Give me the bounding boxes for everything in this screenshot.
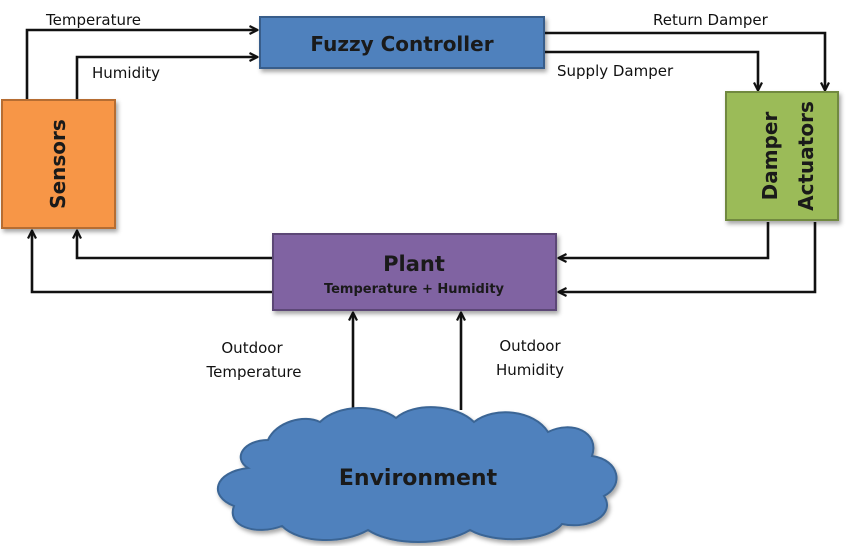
humidity-label: Humidity [92,64,160,82]
outdoor-humidity-label-line1: Outdoor [499,337,561,355]
return-damper-arrow [545,31,825,90]
plant-box [272,233,557,311]
outdoor-temperature-label-line2: Temperature [205,363,301,381]
sensors-box [1,99,116,229]
humidity-arrow [75,57,257,100]
fuzzy-controller-block: Fuzzy Controller [259,16,545,69]
outdoor-temperature-label-line1: Outdoor [221,339,283,357]
fuzzy-controller-label: Fuzzy Controller [310,32,493,56]
damper-actuators-block: Damper Actuators [725,91,839,221]
plant-to-sensors-arrow-lower [32,231,272,294]
plant-label: Plant [383,252,445,276]
plant-to-sensors-arrow-upper [77,231,272,260]
outdoor-humidity-label-line2: Humidity [496,361,564,379]
damper-actuators-label-line2: Actuators [794,101,818,211]
actuator-to-plant-arrow-lower [559,222,817,292]
plant-sublabel: Temperature + Humidity [324,282,505,297]
supply-damper-label: Supply Damper [557,62,674,80]
actuator-to-plant-arrow-upper [559,222,770,258]
environment-cloud-shape [216,406,618,543]
plant-block: Plant Temperature + Humidity [272,233,557,311]
temperature-arrow [25,30,257,100]
supply-damper-arrow [545,50,758,90]
fuzzy-controller-box [259,16,545,69]
damper-actuators-box [725,91,839,221]
return-damper-label: Return Damper [653,11,769,29]
temperature-label: Temperature [45,11,141,29]
environment-cloud: Environment [216,406,618,543]
environment-label: Environment [339,466,498,491]
damper-actuators-label-line1: Damper [758,112,782,201]
sensors-label: Sensors [46,119,70,209]
sensors-block: Sensors [1,99,116,229]
